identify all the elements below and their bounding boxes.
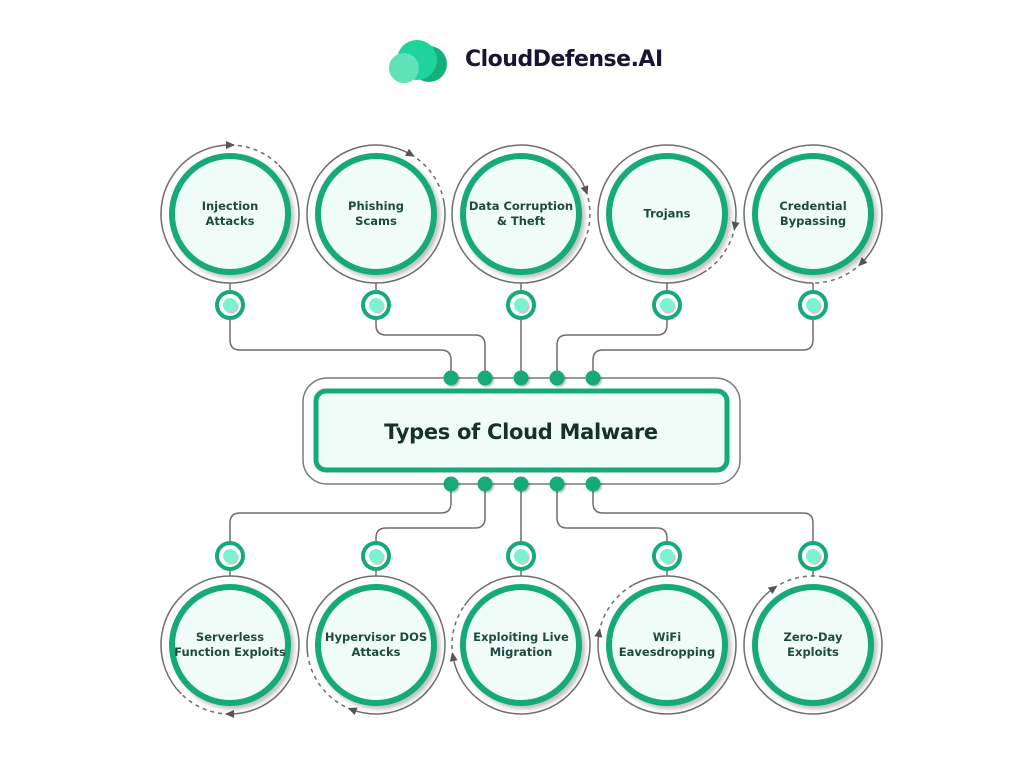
arrow-icon: [449, 652, 458, 662]
connector-line-bottom: [556, 484, 668, 542]
outer-ring: [160, 144, 300, 284]
bottom-node-label: Exploiting Live Migration: [473, 630, 569, 659]
dashed-arc: [451, 604, 466, 658]
small-node-dot: [223, 298, 237, 312]
dashed-arc: [229, 144, 280, 166]
hub-dot: [513, 370, 529, 386]
hub-dot: [443, 370, 459, 386]
bottom-node: [743, 541, 883, 715]
hub-dots: [443, 370, 601, 492]
node-circle: [460, 153, 582, 275]
top-node-label: Phishing Scams: [348, 199, 404, 228]
outer-ring: [743, 575, 883, 715]
connector-line-bottom: [229, 484, 452, 542]
top-node: [451, 144, 591, 320]
top-node: [306, 144, 446, 320]
center-box: [302, 377, 741, 485]
outer-ring: [743, 144, 883, 284]
hub-dot: [513, 476, 529, 492]
outer-ring: [160, 575, 300, 715]
top-node: [743, 144, 883, 320]
arrow-icon: [594, 628, 603, 638]
node-circle: [315, 153, 437, 275]
dashed-arc: [585, 190, 591, 238]
node-circle: [460, 584, 582, 706]
dashed-arc: [180, 693, 231, 715]
bottom-node: [449, 541, 591, 715]
node-circle: [169, 584, 291, 706]
node-circle: [169, 153, 291, 275]
hub-dot: [549, 370, 565, 386]
arrow-icon: [580, 185, 589, 196]
dashed-arc: [812, 262, 863, 284]
arrow-icon: [226, 141, 235, 149]
connector-line-bottom: [592, 484, 814, 542]
brand-name: CloudDefense.AI: [465, 47, 663, 72]
outer-ring: [451, 144, 587, 284]
outer-ring: [452, 575, 591, 715]
outer-ring: [306, 575, 446, 715]
arrow-icon: [767, 585, 778, 595]
topic-nodes: [160, 141, 883, 718]
outer-ring: [597, 575, 737, 715]
arrow-icon: [225, 710, 234, 718]
outer-ring: [306, 144, 446, 284]
bottom-node: [160, 541, 300, 718]
arrow-icon: [405, 148, 415, 157]
connector-line-top: [592, 319, 814, 378]
bottom-node-label: Serverless Function Exploits: [174, 630, 286, 659]
small-node-dot: [660, 549, 674, 563]
node-circle: [752, 584, 874, 706]
connector-line-top: [375, 319, 486, 378]
outer-ring: [597, 144, 737, 284]
connector-line-top: [229, 319, 452, 378]
dashed-arc: [706, 225, 736, 272]
hub-dot: [443, 476, 459, 492]
cloud-logo-icon: [389, 40, 447, 83]
hub-dot: [585, 476, 601, 492]
small-node-dot: [806, 298, 820, 312]
top-node: [160, 141, 300, 320]
small-node-dot: [369, 298, 383, 312]
arrow-icon: [858, 257, 868, 267]
top-node: [597, 144, 740, 320]
small-node-dot: [660, 298, 674, 312]
arrow-icon: [347, 707, 358, 715]
connector-line-bottom: [375, 484, 486, 542]
center-title: Types of Cloud Malware: [384, 420, 658, 444]
top-node-label: Credential Bypassing: [779, 199, 847, 228]
bottom-node-label: Zero-Day Exploits: [783, 630, 843, 659]
hub-dot: [549, 476, 565, 492]
small-node-dot: [514, 298, 528, 312]
small-node-dot: [806, 549, 820, 563]
bottom-node-label: Hypervisor DOS Attacks: [324, 630, 428, 659]
small-node-dot: [223, 549, 237, 563]
bottom-node-label: WiFi Eavesdropping: [618, 630, 716, 659]
node-circle: [315, 584, 437, 706]
connector-lines: [229, 283, 814, 576]
small-node-dot: [369, 549, 383, 563]
hub-dot: [477, 370, 493, 386]
node-circle: [752, 153, 874, 275]
top-node-label: Data Corruption & Theft: [468, 199, 574, 228]
bottom-node: [594, 541, 737, 715]
top-node-label: Injection Attacks: [201, 199, 259, 228]
node-circle: [606, 584, 728, 706]
hub-dot: [585, 370, 601, 386]
connector-line-top: [556, 319, 668, 378]
arrow-icon: [731, 221, 740, 231]
small-node-dot: [514, 549, 528, 563]
bottom-node: [306, 541, 446, 715]
center-box-inner: [313, 388, 730, 473]
top-node-label: Trojans: [643, 206, 691, 221]
node-circle: [606, 153, 728, 275]
dashed-arc: [307, 656, 353, 711]
hub-dot: [477, 476, 493, 492]
